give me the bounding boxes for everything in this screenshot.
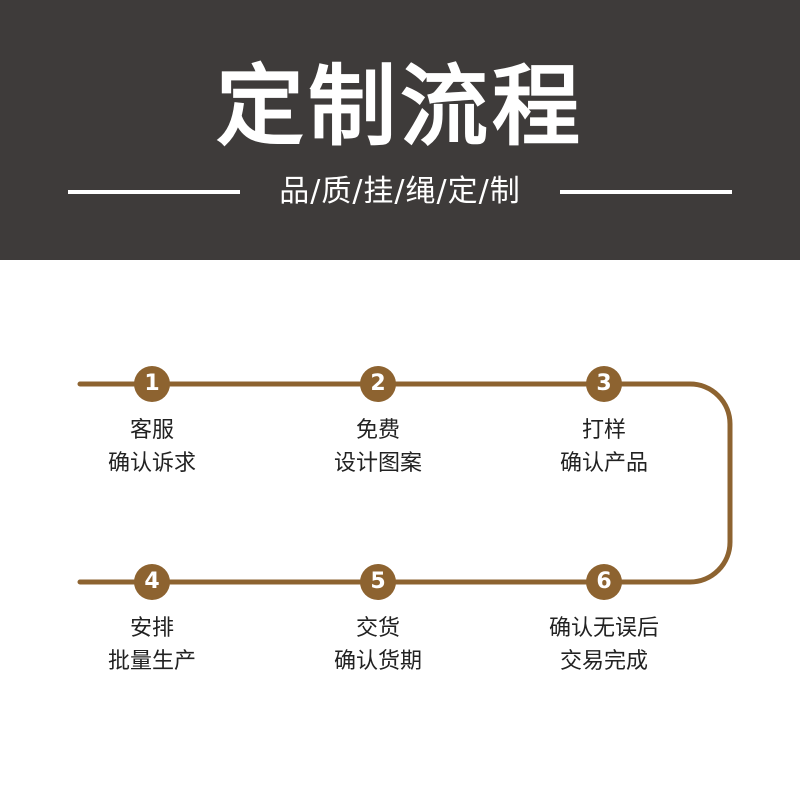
step-number-5: 5 xyxy=(370,569,386,594)
page-title: 定制流程 xyxy=(215,55,584,158)
step-number-3: 3 xyxy=(596,371,612,396)
step-circle-2 xyxy=(360,366,396,402)
step-description-6: 确认无误后 交易完成 xyxy=(514,612,694,678)
step-detail-3: 确认产品 xyxy=(559,451,648,476)
step-circle-1 xyxy=(134,366,170,402)
step-number-6: 6 xyxy=(596,569,612,594)
page-subtitle: 品/质/挂/绳/定/制 xyxy=(279,174,521,209)
step-detail-6: 交易完成 xyxy=(559,649,648,674)
step-number-1: 1 xyxy=(144,371,160,396)
step-detail-1: 确认诉求 xyxy=(107,451,196,476)
step-description-3: 打样 确认产品 xyxy=(514,414,694,480)
step-description-2: 免费 设计图案 xyxy=(288,414,468,480)
step-circle-4 xyxy=(134,564,170,600)
step-description-4: 安排 批量生产 xyxy=(62,612,242,678)
step-title-4: 安排 xyxy=(129,616,174,641)
subtitle-divider-left xyxy=(68,190,240,194)
step-detail-5: 确认货期 xyxy=(333,649,422,674)
step-detail-2: 设计图案 xyxy=(333,451,422,476)
step-title-6: 确认无误后 xyxy=(548,616,659,641)
subtitle-divider-right xyxy=(560,190,732,194)
step-detail-4: 批量生产 xyxy=(107,649,196,674)
step-circle-6 xyxy=(586,564,622,600)
step-number-4: 4 xyxy=(144,569,160,594)
step-title-1: 客服 xyxy=(129,418,174,443)
step-description-1: 客服 确认诉求 xyxy=(62,414,242,480)
header-banner: 定制流程 品/质/挂/绳/定/制 xyxy=(0,0,800,260)
step-description-5: 交货 确认货期 xyxy=(288,612,468,678)
step-number-2: 2 xyxy=(370,371,386,396)
step-circle-5 xyxy=(360,564,396,600)
step-circle-3 xyxy=(586,366,622,402)
step-title-5: 交货 xyxy=(355,616,400,641)
step-title-3: 打样 xyxy=(581,418,626,443)
flow-path xyxy=(77,381,733,585)
step-title-2: 免费 xyxy=(355,418,400,443)
